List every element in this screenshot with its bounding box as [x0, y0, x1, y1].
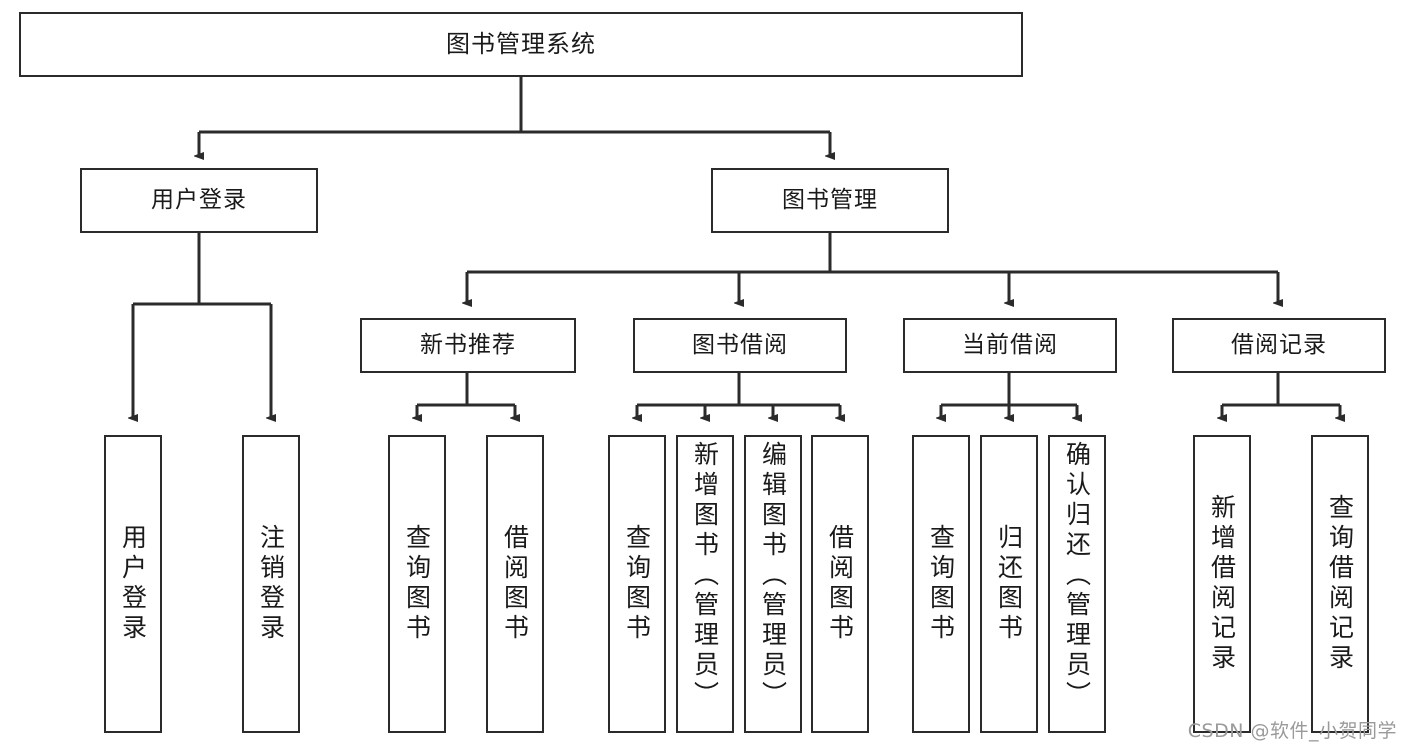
node-root-system[interactable]: 图书管理系统 [19, 12, 1023, 77]
node-label: 借阅图书 [500, 524, 530, 644]
node-label: 用户登录 [118, 524, 148, 644]
node-label: 图书管理系统 [446, 30, 596, 59]
leaf-logout[interactable]: 注销登录 [242, 435, 300, 733]
leaf-new-book-borrow-books[interactable]: 借阅图书 [486, 435, 544, 733]
node-label: 图书管理 [782, 186, 878, 213]
node-label: 新增借阅记录 [1207, 494, 1237, 674]
node-current-borrow[interactable]: 当前借阅 [903, 318, 1117, 373]
node-label: 借阅图书 [825, 524, 855, 644]
node-label: 新书推荐 [420, 331, 516, 358]
watermark-text: CSDN @软件_小贺同学 [1187, 720, 1397, 742]
node-label: 查询图书 [622, 524, 652, 644]
leaf-current-query-books[interactable]: 查询图书 [912, 435, 970, 733]
leaf-record-query-borrow-record[interactable]: 查询借阅记录 [1311, 435, 1369, 733]
leaf-current-confirm-return-admin[interactable]: 确认归还（管理员） [1048, 435, 1106, 733]
node-label: 查询图书 [402, 524, 432, 644]
node-label: 当前借阅 [962, 331, 1058, 358]
node-label: 查询图书 [926, 524, 956, 644]
node-borrow-record[interactable]: 借阅记录 [1172, 318, 1386, 373]
node-label: 图书借阅 [692, 331, 788, 358]
node-label: 新增图书（管理员） [690, 441, 720, 711]
leaf-borrow-edit-book-admin[interactable]: 编辑图书（管理员） [744, 435, 802, 733]
leaf-new-book-query-books[interactable]: 查询图书 [388, 435, 446, 733]
node-label: 借阅记录 [1231, 331, 1327, 358]
node-label: 确认归还（管理员） [1062, 441, 1092, 711]
leaf-borrow-query-books[interactable]: 查询图书 [608, 435, 666, 733]
leaf-user-login[interactable]: 用户登录 [104, 435, 162, 733]
node-label: 注销登录 [256, 524, 286, 644]
leaf-borrow-borrow-books[interactable]: 借阅图书 [811, 435, 869, 733]
node-label: 编辑图书（管理员） [758, 441, 788, 711]
leaf-current-return-books[interactable]: 归还图书 [980, 435, 1038, 733]
node-book-management[interactable]: 图书管理 [711, 168, 949, 233]
node-new-book-recommend[interactable]: 新书推荐 [360, 318, 576, 373]
leaf-record-add-borrow-record[interactable]: 新增借阅记录 [1193, 435, 1251, 733]
leaf-borrow-add-book-admin[interactable]: 新增图书（管理员） [676, 435, 734, 733]
node-label: 查询借阅记录 [1325, 494, 1355, 674]
node-label: 用户登录 [151, 186, 247, 213]
node-label: 归还图书 [994, 524, 1024, 644]
node-user-login[interactable]: 用户登录 [80, 168, 318, 233]
node-book-borrow[interactable]: 图书借阅 [633, 318, 847, 373]
